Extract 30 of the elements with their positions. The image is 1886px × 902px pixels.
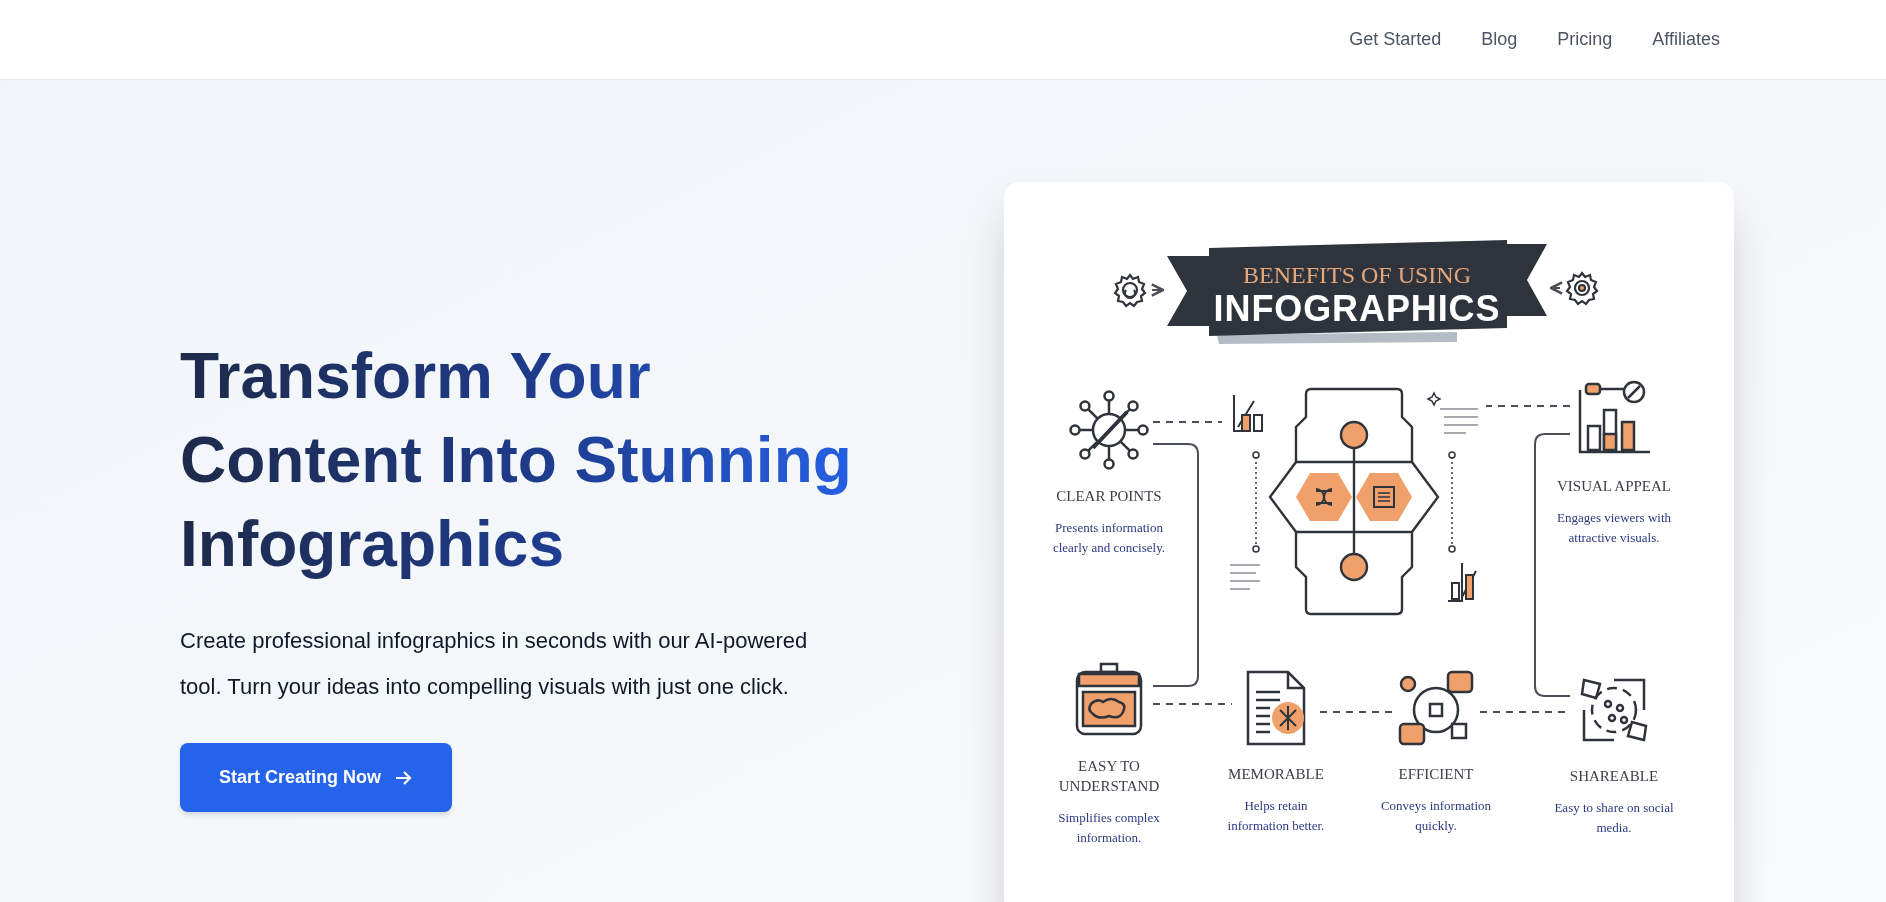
- banner-subtitle: BENEFITS OF USING: [1243, 261, 1471, 289]
- benefit-description: Helps retain information better.: [1226, 797, 1326, 835]
- connector-line: [1534, 433, 1571, 697]
- start-creating-button: Start Creating Now: [180, 743, 453, 812]
- connector-line: [1152, 703, 1233, 705]
- nav-link: Pricing: [1557, 28, 1613, 51]
- benefit-heading: MEMORABLE: [1228, 765, 1324, 784]
- benefit-description: Easy to share on social media.: [1553, 799, 1675, 837]
- benefit-description: Engages viewers with attractive visuals.: [1555, 509, 1673, 547]
- gear-icon: [1564, 270, 1600, 306]
- benefit-description: Conveys information quickly.: [1379, 797, 1493, 835]
- benefit-heading: SHAREABLE: [1569, 767, 1659, 786]
- banner-title: INFOGRAPHICS: [1213, 289, 1501, 329]
- connector-line: [1319, 711, 1393, 713]
- benefit-heading: EFFICIENT: [1398, 765, 1474, 784]
- nav-link: Blog: [1481, 28, 1518, 51]
- connector-line: [1152, 443, 1199, 687]
- nav-link: Affiliates: [1652, 28, 1720, 51]
- benefit-description: Presents information clearly and concisely.: [1051, 519, 1167, 557]
- connector-line: [1485, 405, 1571, 407]
- arrow: [1150, 283, 1165, 297]
- benefit-heading: VISUAL APPEAL: [1556, 477, 1671, 496]
- arrow: [1549, 281, 1564, 295]
- connector-line: [1152, 421, 1223, 423]
- benefit-heading: CLEAR POINTS: [1056, 487, 1162, 506]
- benefit-description: Simplifies complex information.: [1057, 809, 1161, 847]
- nav-link: Get Started: [1349, 28, 1442, 51]
- benefit-heading: EASY TO UNDERSTAND: [1057, 757, 1161, 796]
- description-paragraph: Create professional infographics in seconds with our AI-powered tool. Turn your ideas into compelling visuals with just one click.: [180, 627, 809, 701]
- gear-icon: [1112, 272, 1148, 308]
